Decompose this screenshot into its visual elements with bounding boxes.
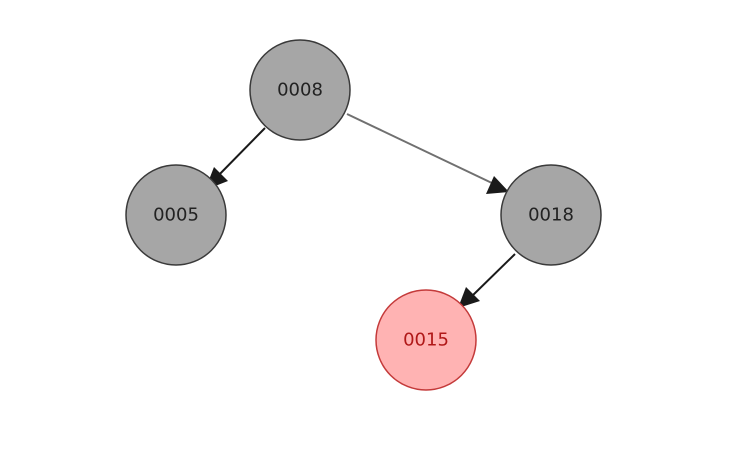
node-label: 0005 <box>153 205 199 226</box>
node-label: 0008 <box>277 80 323 101</box>
edge-0018-to-0015-arrowhead <box>458 287 480 308</box>
node-circle <box>125 164 227 266</box>
node-label: 0015 <box>403 330 449 351</box>
node-label: 0018 <box>528 205 574 226</box>
edge-0008-to-0018-arrowhead <box>486 176 509 194</box>
edge-0008-to-0005 <box>211 127 266 183</box>
tree-node-0008[interactable]: 0008 <box>249 39 351 141</box>
edge-0008-to-0018 <box>346 113 495 185</box>
node-circle <box>249 39 351 141</box>
node-circle <box>375 289 477 391</box>
edge-0018-to-0015 <box>469 253 516 299</box>
node-circle <box>500 164 602 266</box>
tree-node-0005[interactable]: 0005 <box>125 164 227 266</box>
tree-node-0018[interactable]: 0018 <box>500 164 602 266</box>
tree-node-0015[interactable]: 0015 <box>375 289 477 391</box>
